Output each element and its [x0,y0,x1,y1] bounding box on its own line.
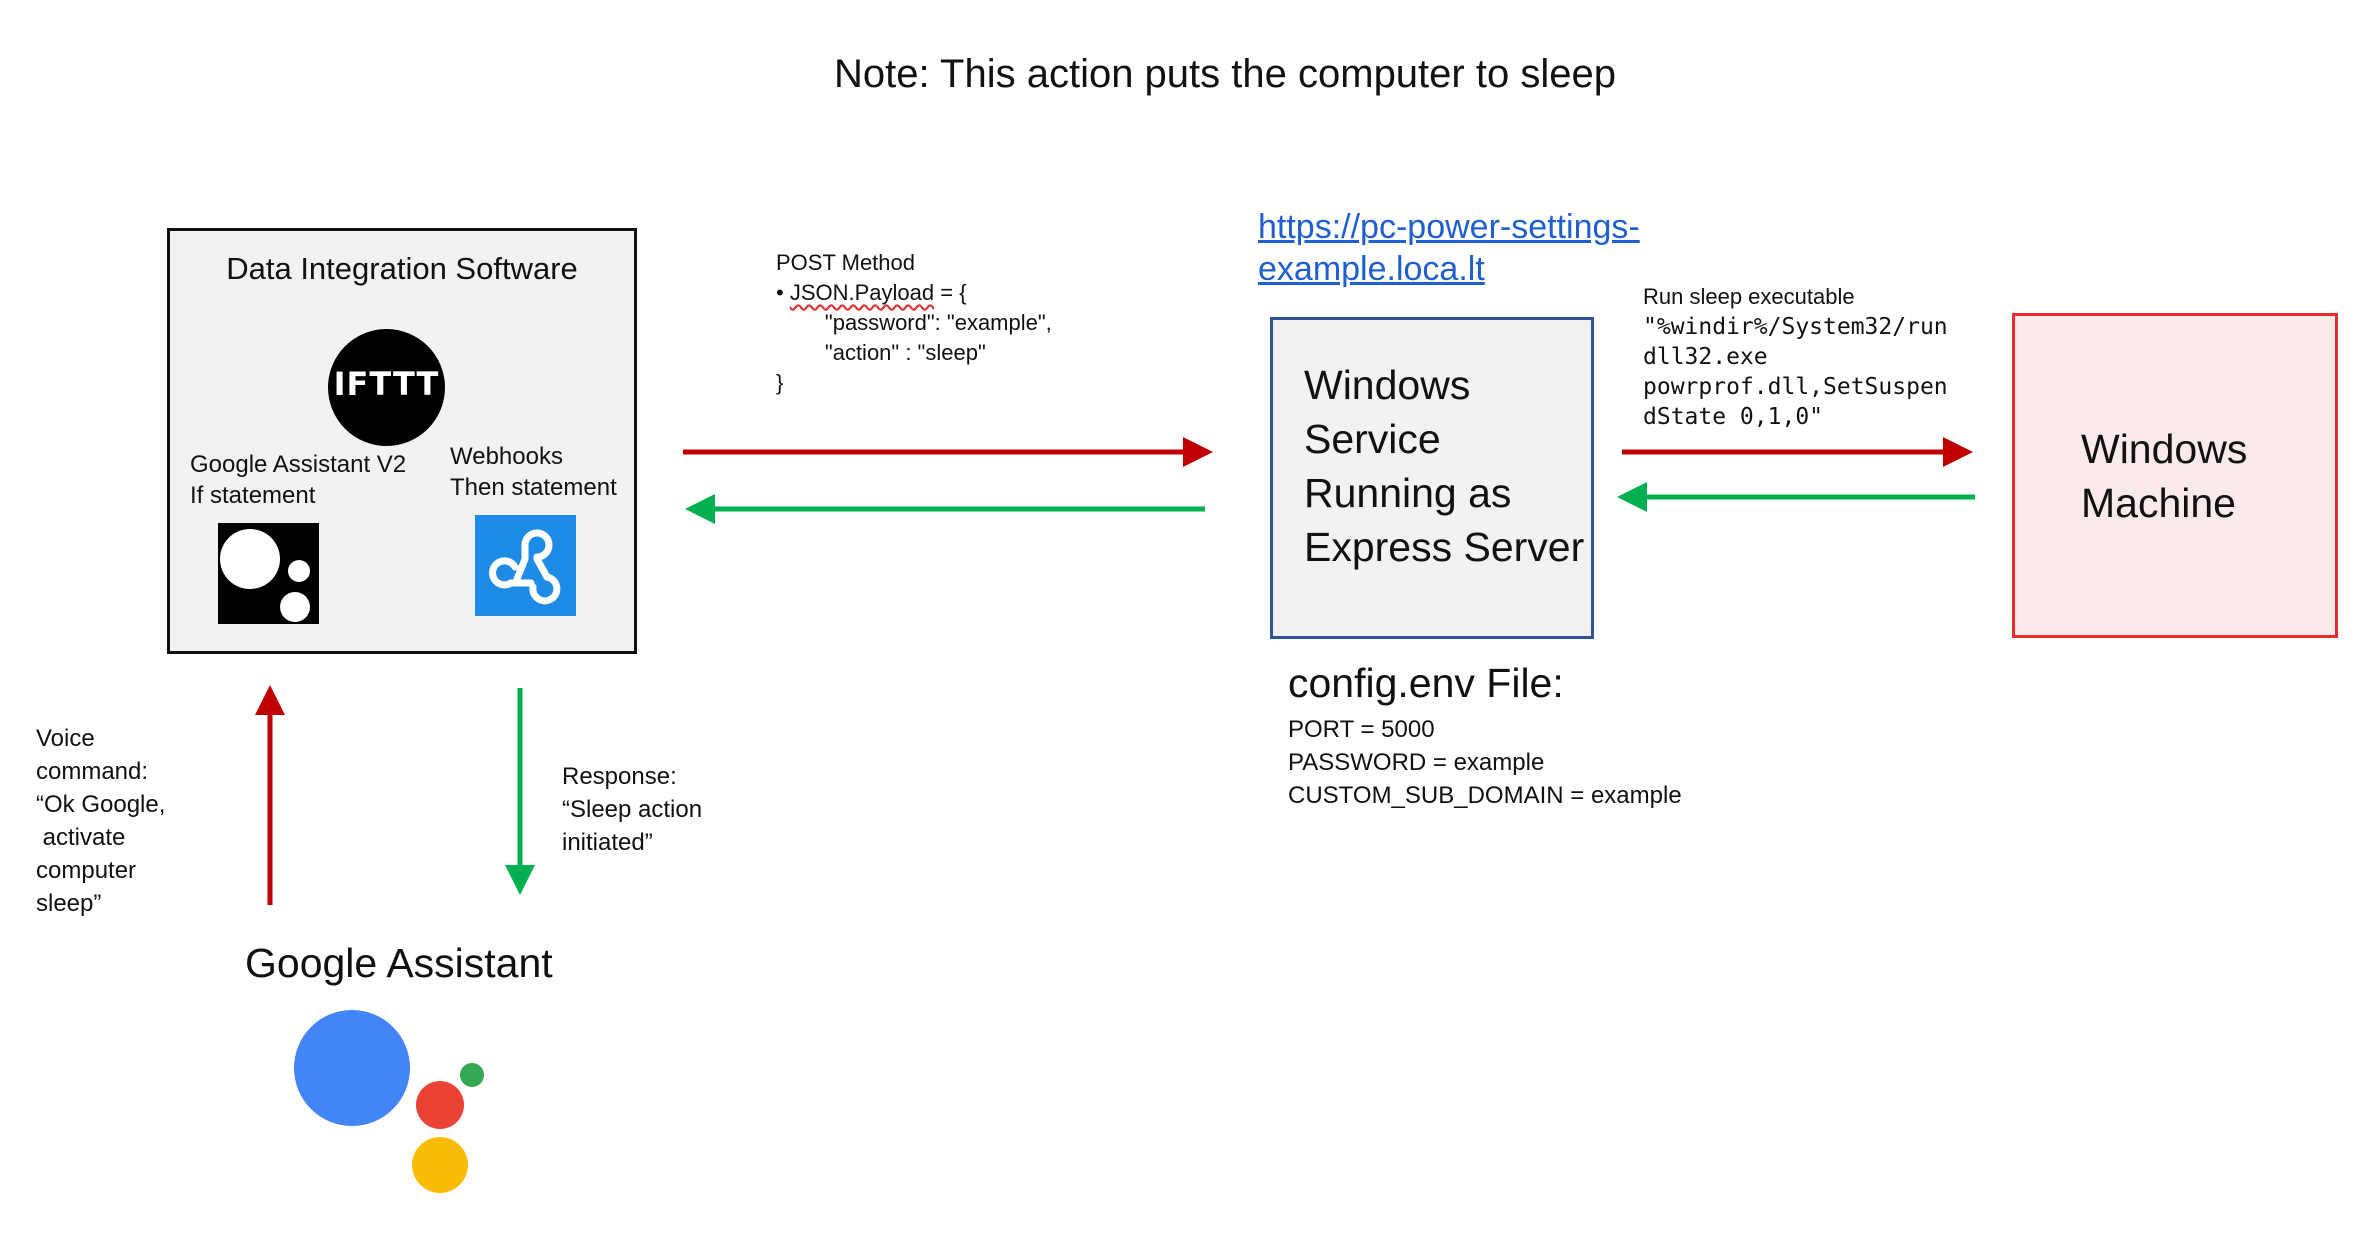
config-file-lines: PORT = 5000 PASSWORD = example CUSTOM_SU… [1288,716,1682,809]
trigger-label: Google Assistant V2 If statement [190,451,407,509]
page-note: Note: This action puts the computer to s… [834,52,1616,96]
action-label: Webhooks Then statement [450,443,617,501]
windows-service-label: Windows Service Running as Express Serve… [1304,362,1585,570]
sleep-command-text: "%windir%/System32/run dll32.exe powrpro… [1643,314,1948,430]
google-assistant-v2-icon [218,523,319,624]
ga-green-dot [460,1063,484,1087]
payload-body: = { "password": "example", "action" : "s… [776,280,1052,395]
payload-bullet: • [776,280,790,305]
ga-red-dot [416,1081,464,1129]
webhooks-icon [475,515,576,616]
post-method-text: POST Method • JSON.Payload = { "password… [776,248,1052,398]
response-text: Response: “Sleep action initiated” [562,763,703,856]
google-assistant-title: Google Assistant [245,940,553,986]
windows-service-box: Windows Service Running as Express Serve… [1270,317,1594,639]
data-integration-title: Data Integration Software [226,251,578,286]
config-file-title: config.env File: [1288,660,1564,706]
ga-blue-dot [294,1010,410,1126]
ifttt-logo: IFTTT [328,329,445,446]
ga-yellow-dot [412,1137,468,1193]
service-url-link[interactable]: https://pc-power-settings- example.loca.… [1258,208,1640,288]
ifttt-logo-text: IFTTT [333,365,440,403]
windows-machine-box: Windows Machine [2012,313,2338,638]
voice-command-text: Voice command: “Ok Google, activate comp… [36,725,166,917]
payload-key: JSON.Payload [789,280,935,305]
sleep-command-title: Run sleep executable [1643,284,1855,309]
windows-machine-label: Windows Machine [2081,426,2248,526]
post-method-label: POST Method [776,250,915,275]
data-integration-box: Data Integration Software IFTTT Google A… [167,228,637,654]
